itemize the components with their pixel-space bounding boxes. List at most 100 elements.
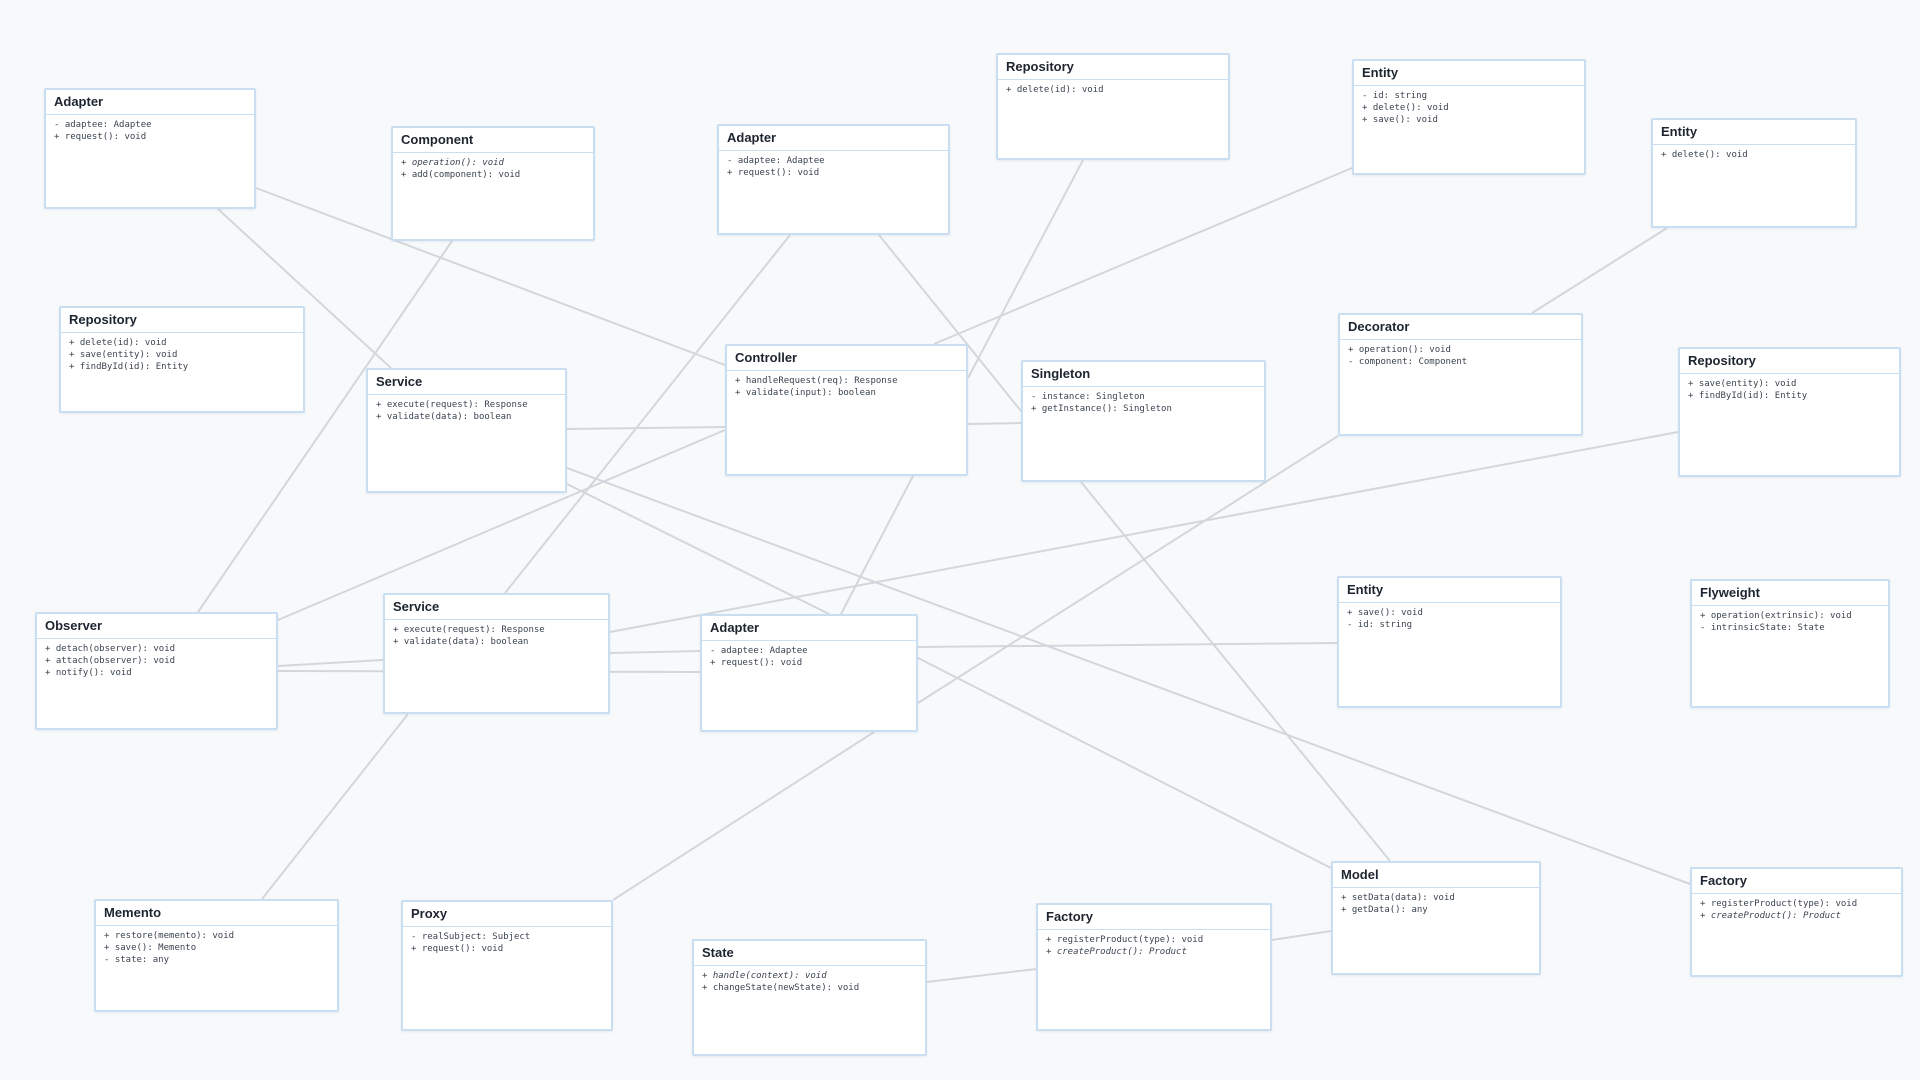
class-member: + changeState(newState): void — [702, 983, 860, 993]
class-box-factory[interactable]: Factory+ registerProduct(type): void+ cr… — [1036, 903, 1272, 1031]
class-name: Service — [385, 595, 608, 620]
class-member: + registerProduct(type): void — [1700, 899, 1858, 909]
class-box-repository[interactable]: Repository + delete(id): void — [996, 53, 1230, 160]
class-box-state[interactable]: State + handle(context): void + changeStat… — [692, 939, 927, 1056]
relation-line-c15-c19 — [612, 731, 875, 901]
class-box-service[interactable]: Service+ execute(request): Response+ val… — [383, 593, 610, 714]
relation-line-c9-c13 — [277, 429, 726, 621]
class-member: + save(entity): void — [1688, 379, 1797, 389]
class-member: + operation(): void — [1348, 345, 1451, 355]
class-member: + registerProduct(type): void — [1046, 935, 1204, 945]
class-members: + registerProduct(type): void + createPro… — [1692, 894, 1901, 926]
class-members: + execute(request): Response+ validate(d… — [368, 395, 565, 427]
class-members: + save(): void- id: string — [1339, 603, 1560, 635]
relation-line-c21-c22 — [1271, 930, 1332, 941]
class-box-adapter[interactable]: Adapter - adaptee: Adaptee + request(): vo… — [717, 124, 950, 235]
class-box-model[interactable]: Model + setData(data): void + getData(): a… — [1331, 861, 1541, 975]
relation-line-c14-c18 — [261, 713, 409, 900]
class-member: + setData(data): void — [1341, 893, 1455, 903]
class-box-memento[interactable]: Memento+ restore(memento): void+ save():… — [94, 899, 339, 1012]
class-member: + save(): Memento — [104, 943, 197, 953]
class-member: + createProduct(): Product — [1046, 947, 1187, 957]
class-members: - adaptee: Adaptee+ request(): void — [702, 641, 916, 673]
class-member: + handleRequest(req): Response — [735, 376, 898, 386]
class-member: + save(entity): void — [69, 350, 178, 360]
class-member: + detach(observer): void — [45, 644, 176, 654]
class-member: + delete(): void — [1661, 150, 1748, 160]
class-name: Repository — [998, 55, 1228, 80]
class-member: - intrinsicState: State — [1700, 623, 1825, 633]
class-members: - instance: Singleton+ getInstance(): Si… — [1023, 387, 1264, 419]
class-member: + execute(request): Response — [376, 400, 528, 410]
class-box-flyweight[interactable]: Flyweight+ operation(extrinsic): void- i… — [1690, 579, 1890, 708]
class-box-service[interactable]: Service+ execute(request): Response+ val… — [366, 368, 567, 493]
class-box-repository[interactable]: Repository+ save(entity): void+ findById… — [1678, 347, 1901, 477]
class-member: - component: Component — [1348, 357, 1468, 367]
class-members: - adaptee: Adaptee+ request(): void — [46, 115, 254, 147]
class-member: + validate(input): boolean — [735, 388, 876, 398]
class-box-component[interactable]: Component+ operation(): void+ add(compon… — [391, 126, 595, 241]
class-name: Factory — [1692, 869, 1901, 894]
relation-line-c13-c14 — [277, 659, 384, 667]
class-member: + attach(observer): void — [45, 656, 176, 666]
relation-line-c14-c15 — [609, 650, 701, 654]
relation-line-c5-c9 — [933, 167, 1353, 345]
class-box-factory[interactable]: Factory + registerProduct(type): void + cr… — [1690, 867, 1903, 977]
class-member: - id: string — [1347, 620, 1413, 630]
class-member: + handle(context): void — [702, 971, 827, 981]
class-box-controller[interactable]: Controller + handleRequest(req): Response… — [725, 344, 968, 476]
class-member: + delete(id): void — [1006, 85, 1104, 95]
class-box-entity[interactable]: Entity+ save(): void- id: string — [1337, 576, 1562, 708]
relation-line-c15-c16 — [917, 642, 1338, 648]
relation-line-c20-c21 — [926, 968, 1037, 983]
class-name: Service — [368, 370, 565, 395]
relation-line-c4-c9 — [967, 159, 1084, 379]
class-member: + request(): void — [411, 944, 504, 954]
relation-line-c3-c10 — [878, 234, 1022, 412]
class-box-adapter[interactable]: Adapter- adaptee: Adaptee+ request(): vo… — [700, 614, 918, 732]
class-name: Adapter — [702, 616, 916, 641]
class-members: + registerProduct(type): void + createPro… — [1038, 930, 1270, 962]
class-box-entity[interactable]: Entity + delete(): void — [1651, 118, 1857, 228]
class-member: + add(component): void — [401, 170, 521, 180]
class-name: Adapter — [719, 126, 948, 151]
class-members: - adaptee: Adaptee + request(): void — [719, 151, 948, 183]
class-member: + request(): void — [727, 168, 820, 178]
class-box-proxy[interactable]: Proxy- realSubject: Subject+ request(): … — [401, 900, 613, 1031]
relation-line-c12-c14 — [609, 431, 1679, 633]
class-name: State — [694, 941, 925, 966]
relation-line-c9-c10 — [967, 422, 1022, 425]
relation-line-c10-c22 — [1080, 481, 1391, 862]
class-member: + createProduct(): Product — [1700, 911, 1841, 921]
class-box-observer[interactable]: Observer+ detach(observer): void+ attach… — [35, 612, 278, 730]
class-name: Repository — [1680, 349, 1899, 374]
class-members: + delete(id): void+ save(entity): void+ … — [61, 333, 303, 377]
class-name: Model — [1333, 863, 1539, 888]
class-member: + operation(extrinsic): void — [1700, 611, 1852, 621]
class-box-repository[interactable]: Repository+ delete(id): void+ save(entit… — [59, 306, 305, 413]
class-name: Controller — [727, 346, 966, 371]
class-members: + save(entity): void+ findById(id): Enti… — [1680, 374, 1899, 406]
class-member: + request(): void — [710, 658, 803, 668]
relation-line-c9-c15 — [840, 475, 914, 615]
class-box-decorator[interactable]: Decorator+ operation(): void- component:… — [1338, 313, 1583, 436]
class-member: - realSubject: Subject — [411, 932, 531, 942]
class-member: + execute(request): Response — [393, 625, 545, 635]
class-members: + execute(request): Response+ validate(d… — [385, 620, 608, 652]
class-name: Component — [393, 128, 593, 153]
class-name: Entity — [1653, 120, 1855, 145]
relation-line-c2-c13 — [197, 240, 453, 613]
class-box-singleton[interactable]: Singleton- instance: Singleton+ getInsta… — [1021, 360, 1266, 482]
relation-line-c6-c11 — [1531, 227, 1668, 314]
class-member: - adaptee: Adaptee — [727, 156, 825, 166]
class-member: + getData(): any — [1341, 905, 1428, 915]
class-name: Memento — [96, 901, 337, 926]
class-box-entity[interactable]: Entity- id: string+ delete(): void+ save… — [1352, 59, 1586, 175]
class-member: + delete(): void — [1362, 103, 1449, 113]
relation-line-c8-c9 — [566, 426, 726, 430]
class-box-adapter[interactable]: Adapter- adaptee: Adaptee+ request(): vo… — [44, 88, 256, 209]
class-member: + notify(): void — [45, 668, 132, 678]
class-member: + delete(id): void — [69, 338, 167, 348]
